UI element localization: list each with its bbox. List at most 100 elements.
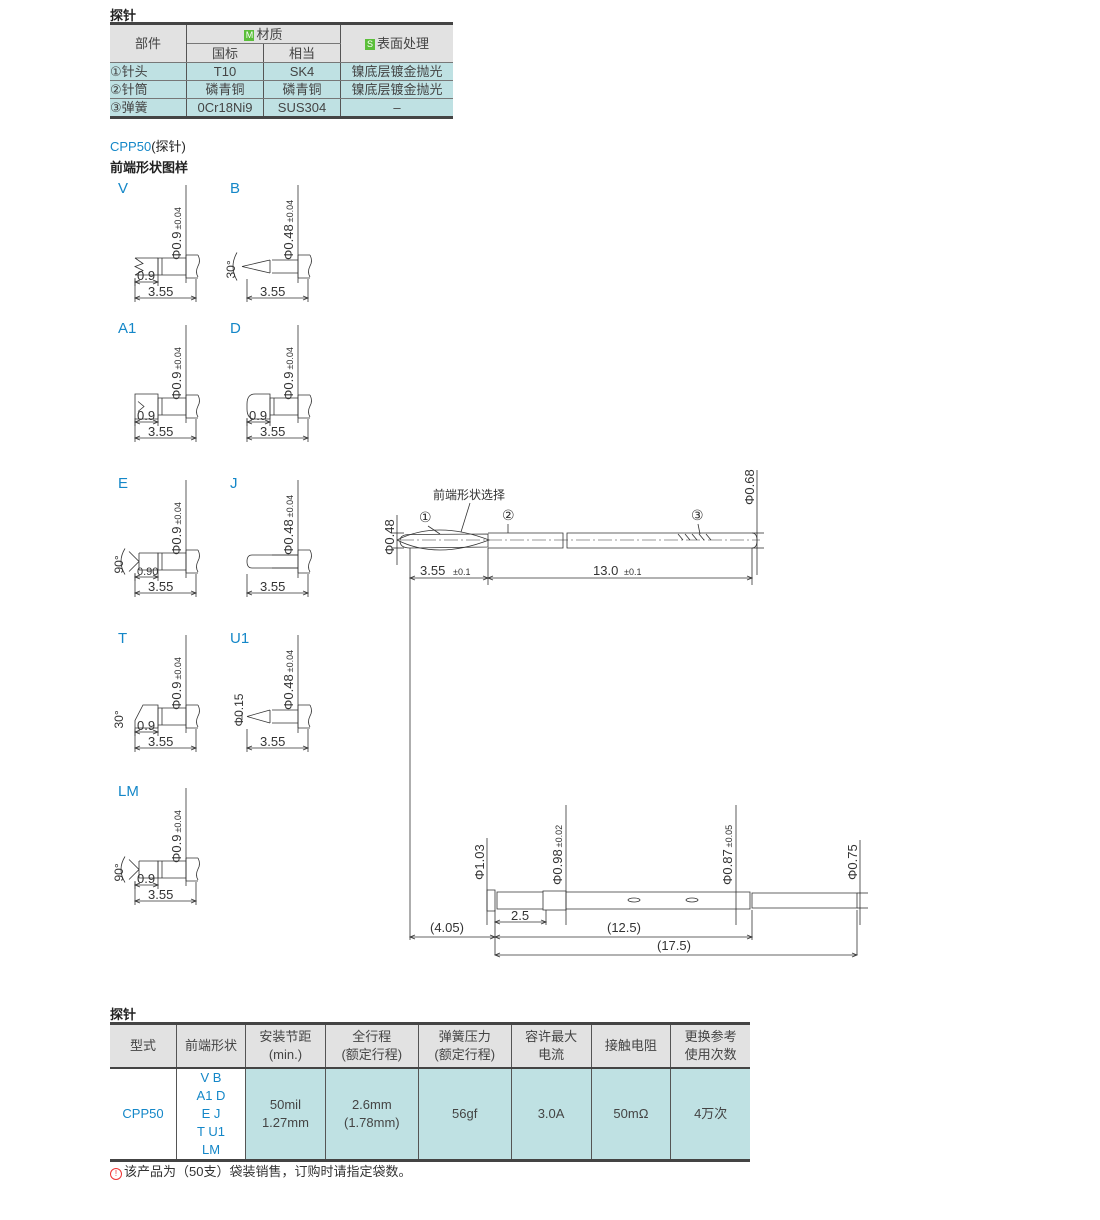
col-model: 型式 — [110, 1023, 177, 1069]
dimension-label: 3.55 — [148, 734, 173, 749]
dim-value: Φ0.75 — [845, 844, 860, 880]
dimension-label: 0.9 — [137, 718, 155, 733]
cell: SUS304 — [263, 98, 341, 118]
dim-tolerance: ±0.05 — [724, 825, 734, 847]
dimension-label: 3.55 — [420, 563, 445, 578]
dim-value: Φ0.9 — [169, 372, 184, 400]
tip: V B — [200, 1070, 222, 1085]
arrowhead — [133, 574, 141, 580]
arrowhead — [190, 590, 198, 596]
h: 更换参考 — [684, 1029, 737, 1044]
h: (min.) — [268, 1047, 303, 1062]
tip-name: LM — [118, 783, 139, 800]
arrowhead — [408, 575, 416, 581]
dimension-label: 3.55 — [148, 424, 173, 439]
drawing-line — [705, 533, 712, 541]
cell: 磷青铜 — [186, 80, 264, 99]
dim-value: Φ0.9 — [169, 232, 184, 260]
v: 2.6mm — [351, 1097, 392, 1112]
arrowhead — [493, 952, 501, 958]
model-name: CPP50 — [110, 139, 152, 154]
dim-value: Φ0.87 — [720, 849, 735, 885]
arrowhead — [245, 435, 253, 441]
shank — [272, 709, 298, 724]
barrel-hole — [627, 897, 641, 903]
specs-title: 探针 — [110, 1007, 137, 1022]
dim-value: Φ0.98 — [550, 849, 565, 885]
model-cell: CPP50 — [110, 1068, 177, 1161]
tip-t — [134, 704, 159, 729]
angle-arc — [232, 252, 238, 281]
dimension-label: 3.55 — [148, 284, 173, 299]
surface-label: 表面处理 — [376, 36, 429, 51]
dim-tolerance: ±0.04 — [173, 502, 183, 524]
arrowhead — [245, 295, 253, 301]
collar — [297, 394, 312, 419]
v: 1.27mm — [261, 1115, 309, 1130]
arrowhead — [133, 419, 141, 425]
dim-tolerance: ±0.04 — [173, 207, 183, 229]
model-heading: CPP50(探针) — [110, 136, 186, 155]
dimension-label: Φ0.48±0.04 — [281, 495, 296, 555]
table-row: ②针筒磷青铜磷青铜镍底层镀金抛光 — [110, 80, 453, 99]
tip-name: A1 — [118, 320, 136, 337]
drawing-line — [677, 533, 684, 541]
cell: 0Cr18Ni9 — [186, 98, 264, 118]
dimension-label: Φ0.9 ±0.04 — [169, 207, 184, 260]
drawing-line — [684, 533, 691, 541]
arrowhead — [190, 435, 198, 441]
col-resistance: 接触电阻 — [590, 1023, 672, 1069]
dim-value: Φ0.48 — [281, 224, 296, 260]
tip: T U1 — [197, 1124, 225, 1139]
arrowhead — [133, 279, 141, 285]
dim-value: Φ1.03 — [472, 844, 487, 880]
dimension-label: 0.9 — [249, 408, 267, 423]
dimension-label: 90° — [112, 555, 126, 573]
tip-name: T — [118, 630, 127, 647]
cell: ②针筒 — [110, 80, 187, 99]
barrel-body — [496, 890, 858, 911]
plunger-body — [488, 532, 758, 549]
col-current: 容许最大电流 — [510, 1023, 592, 1069]
v: (1.78mm) — [343, 1115, 400, 1130]
dimension-label: Φ0.9±0.04 — [281, 347, 296, 400]
dim-tolerance: ±0.04 — [285, 650, 295, 672]
dim-value: Φ0.9 — [281, 372, 296, 400]
arrowhead — [152, 729, 160, 735]
collar — [297, 254, 312, 279]
leader — [427, 525, 441, 535]
arrowhead — [133, 898, 141, 904]
dimension-label: Φ0.15 — [232, 693, 246, 726]
h: 全行程 — [352, 1029, 392, 1044]
tip: E J — [201, 1106, 221, 1121]
arrowhead — [264, 419, 272, 425]
col-tip: 前端形状 — [176, 1023, 246, 1069]
dimension-label: (4.05) — [430, 920, 464, 935]
cell: 镍底层镀金抛光 — [340, 80, 453, 99]
tip-cone — [128, 859, 159, 880]
dim-tolerance: ±0.04 — [285, 200, 295, 222]
dim-value: 30° — [112, 710, 126, 728]
dimension-label: Φ0.98 ±0.02 — [550, 825, 565, 885]
arrowhead — [851, 952, 859, 958]
h: 容许最大 — [525, 1029, 578, 1044]
warning-icon: ! — [110, 1168, 122, 1180]
h: 弹簧压力 — [438, 1029, 491, 1044]
h: (额定行程) — [434, 1047, 496, 1062]
arrowhead — [133, 590, 141, 596]
dimension-label: 3.55 — [148, 579, 173, 594]
dimension-label: Φ0.68 — [742, 469, 757, 505]
dim-tolerance: ±0.02 — [554, 825, 564, 847]
col-force: 弹簧压力 (额定行程) — [417, 1023, 512, 1069]
leader — [460, 502, 471, 533]
collar — [185, 857, 200, 882]
arrowhead — [302, 590, 310, 596]
dimension-label: 13.0 — [593, 563, 618, 578]
arrowhead — [152, 279, 160, 285]
dimension-label: 3.55 — [148, 887, 173, 902]
dimension-label: 3.55 — [260, 424, 285, 439]
arrowhead — [133, 435, 141, 441]
